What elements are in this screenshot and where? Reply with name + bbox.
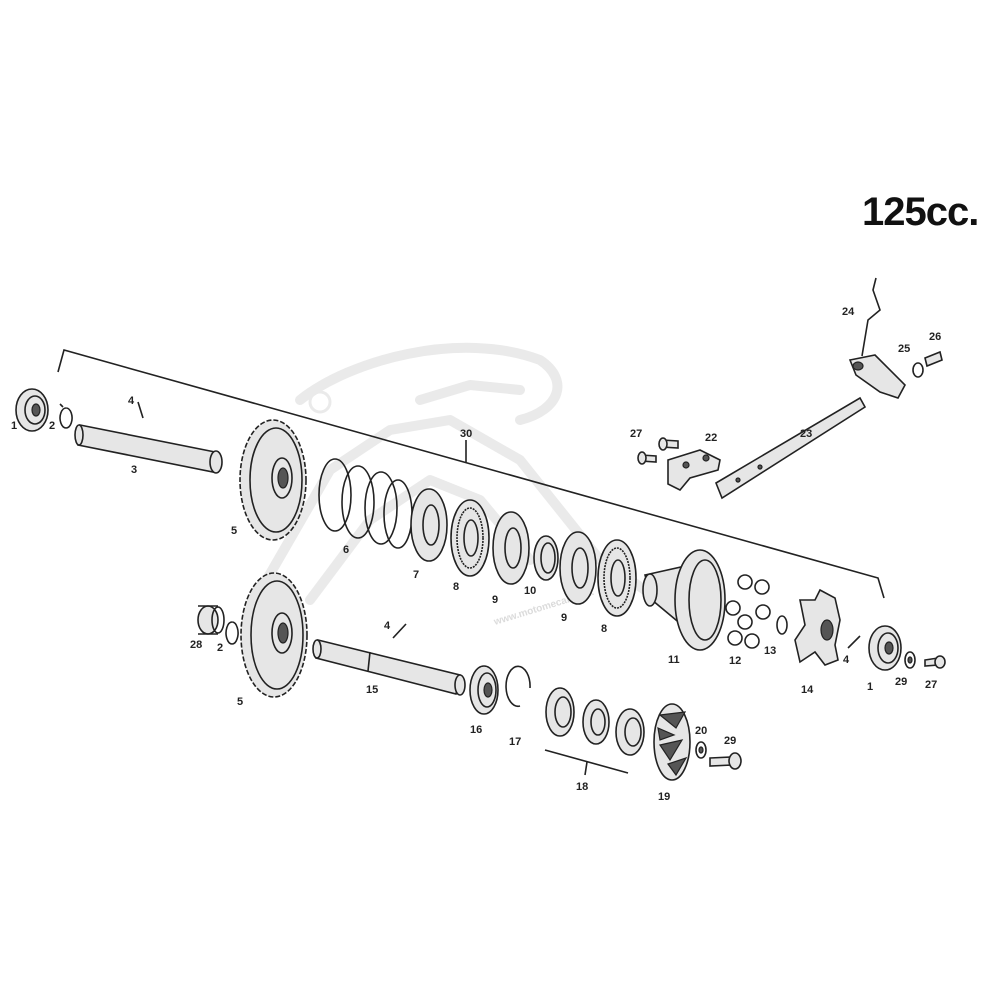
label-30: 30	[460, 428, 472, 440]
assembly-bracket-30	[57, 349, 885, 599]
needle-bearing-part-28	[197, 605, 225, 635]
pin-part-4-right	[847, 635, 861, 649]
screw-part-27-a	[658, 437, 679, 451]
rod-part-23	[715, 396, 867, 500]
shaft-part-3	[74, 424, 223, 474]
label-9-left: 9	[492, 594, 498, 606]
label-16: 16	[470, 724, 482, 736]
label-28: 28	[190, 639, 202, 651]
seal-part-18-b	[582, 699, 610, 745]
bracket-part-18	[544, 749, 629, 776]
washer-part-9-left	[492, 511, 530, 585]
label-1-left: 1	[11, 420, 17, 432]
balls-part-12	[725, 574, 771, 649]
label-26: 26	[929, 331, 941, 343]
screw-part-27-right	[924, 655, 946, 669]
thrust-bearing-part-8-right	[597, 539, 637, 617]
label-10: 10	[524, 585, 536, 597]
seal-part-18-c	[615, 708, 645, 756]
label-4-top: 4	[128, 395, 135, 407]
screw-part-26	[924, 350, 943, 368]
label-1-right: 1	[867, 681, 873, 693]
washer-part-25	[912, 362, 924, 378]
label-14: 14	[801, 684, 814, 696]
label-23: 23	[800, 428, 812, 440]
label-22: 22	[705, 432, 717, 444]
label-15: 15	[366, 684, 378, 696]
screw-part-29-bottom	[709, 752, 742, 770]
label-17: 17	[509, 736, 521, 748]
label-29-bottom: 29	[724, 735, 736, 747]
washer-part-29-right	[904, 651, 916, 669]
bearing-part-1-right	[868, 625, 902, 671]
impeller-part-19	[653, 703, 691, 781]
clutch-housing-part-11	[642, 549, 726, 651]
label-12: 12	[729, 655, 741, 667]
label-19: 19	[658, 791, 670, 803]
seal-part-18-a	[545, 687, 575, 737]
label-5-bottom: 5	[237, 696, 243, 708]
label-20: 20	[695, 725, 707, 737]
circlip-part-2-bottom	[225, 621, 239, 645]
label-13: 13	[764, 645, 776, 657]
screw-part-27-b	[637, 451, 657, 465]
label-3: 3	[131, 464, 137, 476]
engine-size-title: 125cc.	[862, 190, 979, 234]
washer-part-7	[410, 488, 448, 562]
label-2-bottom: 2	[217, 642, 223, 654]
label-25: 25	[898, 343, 910, 355]
lever-part-24	[848, 277, 906, 399]
label-4-bottom: 4	[384, 620, 391, 632]
label-8-left: 8	[453, 581, 459, 593]
label-9-right: 9	[561, 612, 567, 624]
label-27-top: 27	[630, 428, 642, 440]
label-7: 7	[413, 569, 419, 581]
bracket-part-22	[667, 449, 721, 491]
shaft-part-15	[312, 639, 466, 696]
pin-part-4-top	[137, 401, 144, 419]
washer-part-20	[695, 741, 707, 759]
label-27-right: 27	[925, 679, 937, 691]
label-2-left: 2	[49, 420, 55, 432]
gear-part-5-bottom	[240, 572, 308, 698]
bearing-part-1-left	[15, 388, 49, 432]
thrust-bearing-part-8-left	[450, 499, 490, 577]
label-8-right: 8	[601, 623, 607, 635]
circlip-part-17	[505, 665, 531, 708]
label-5-top: 5	[231, 525, 237, 537]
part-labels: 1 2 3 4 5 6 7 8 9 10 9 8 11 12 13 14 4 1…	[11, 306, 941, 803]
label-24: 24	[842, 306, 855, 318]
label-18: 18	[576, 781, 588, 793]
washer-part-13	[776, 615, 788, 635]
gear-part-5-top	[239, 419, 307, 541]
washer-part-9-right	[559, 531, 597, 605]
bearing-part-16	[469, 665, 499, 715]
label-11: 11	[668, 654, 680, 666]
label-6: 6	[343, 544, 349, 556]
label-4-right: 4	[843, 654, 850, 666]
label-29-right: 29	[895, 676, 907, 688]
pin-part-4-bottom	[392, 623, 407, 639]
cam-plate-part-14	[794, 588, 841, 666]
circlip-part-2-left	[59, 403, 73, 429]
bushing-part-10	[533, 535, 559, 581]
